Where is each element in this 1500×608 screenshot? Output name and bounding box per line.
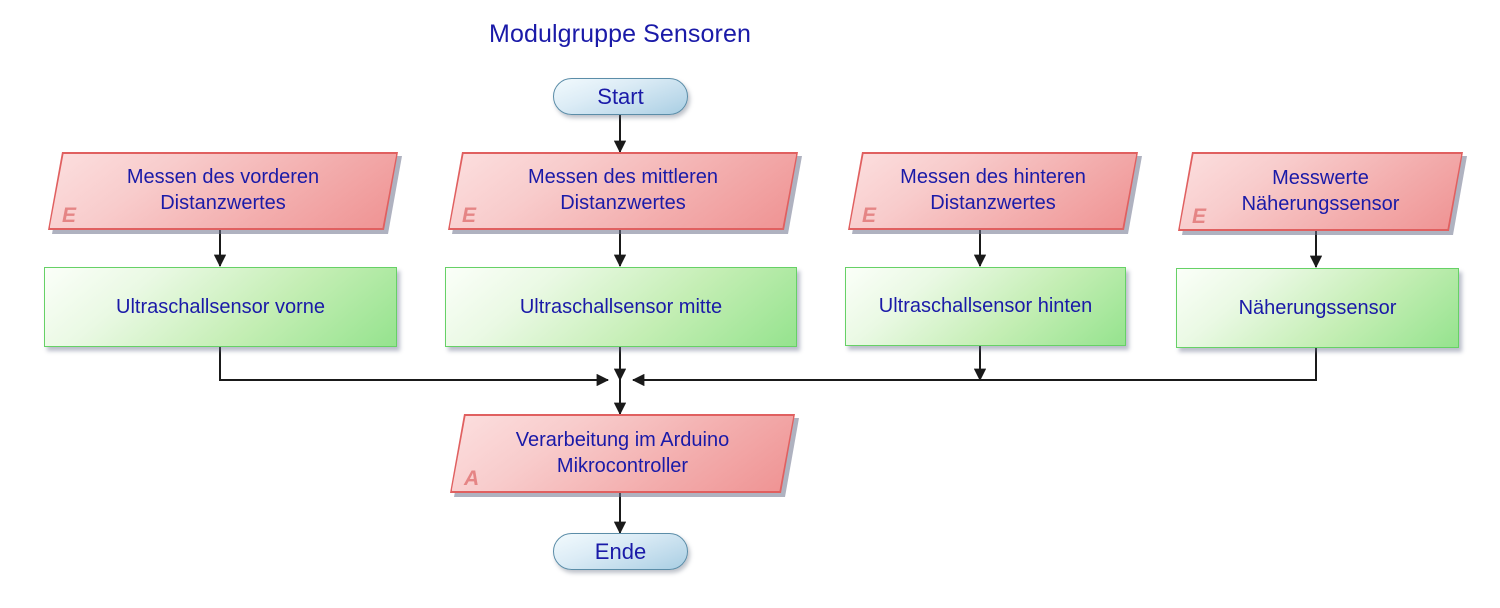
process-node-label: Näherungssensor	[1238, 296, 1397, 319]
io-node-label: Messen des mittleren Distanzwertes	[527, 166, 719, 214]
terminator-end[interactable]: Ende	[553, 533, 688, 570]
terminator-start-label: Start	[597, 83, 644, 109]
io-node-messen-vorderer-distanzwert[interactable]: Messen des vorderen Distanzwertes E	[48, 152, 398, 230]
io-node-marker: E	[462, 204, 477, 227]
output-node-marker: A	[464, 467, 480, 490]
process-node-label: Ultraschallsensor hinten	[878, 295, 1093, 317]
shape-fill	[850, 154, 1137, 229]
io-node-label: Messwerte Näherungssensor	[1241, 166, 1400, 215]
io-node-messen-hinterer-distanzwert[interactable]: Messen des hinteren Distanzwertes E	[848, 152, 1138, 230]
output-node-verarbeitung-arduino[interactable]: Verarbeitung im Arduino Mikrocontroller …	[450, 414, 795, 493]
terminator-start[interactable]: Start	[553, 78, 688, 115]
process-node-label: Ultraschallsensor mitte	[519, 295, 723, 318]
shape-fill	[452, 416, 794, 492]
io-node-marker: E	[1192, 205, 1207, 228]
process-node-label: Ultraschallsensor vorne	[116, 295, 325, 318]
io-node-messen-mittlerer-distanzwert[interactable]: Messen des mittleren Distanzwertes E	[448, 152, 798, 230]
shape-fill	[1180, 154, 1462, 230]
io-node-messwerte-naeherungssensor[interactable]: Messwerte Näherungssensor E	[1178, 152, 1463, 231]
io-node-marker: E	[62, 204, 77, 227]
shape-fill	[50, 154, 397, 229]
process-node-ultraschallsensor-mitte[interactable]: Ultraschallsensor mitte	[445, 267, 797, 347]
process-node-naeherungssensor[interactable]: Näherungssensor	[1176, 268, 1459, 348]
page-title: Modulgruppe Sensoren	[489, 20, 751, 48]
process-node-ultraschallsensor-hinten[interactable]: Ultraschallsensor hinten	[845, 267, 1126, 346]
io-node-label: Messen des vorderen Distanzwertes	[126, 166, 320, 214]
shape-fill	[450, 154, 797, 229]
io-node-marker: E	[862, 204, 877, 227]
io-node-label: Messen des hinteren Distanzwertes	[900, 166, 1086, 214]
output-node-label: Verarbeitung im Arduino Mikrocontroller	[515, 428, 730, 477]
terminator-end-label: Ende	[594, 538, 647, 564]
process-node-ultraschallsensor-vorne[interactable]: Ultraschallsensor vorne	[44, 267, 397, 347]
